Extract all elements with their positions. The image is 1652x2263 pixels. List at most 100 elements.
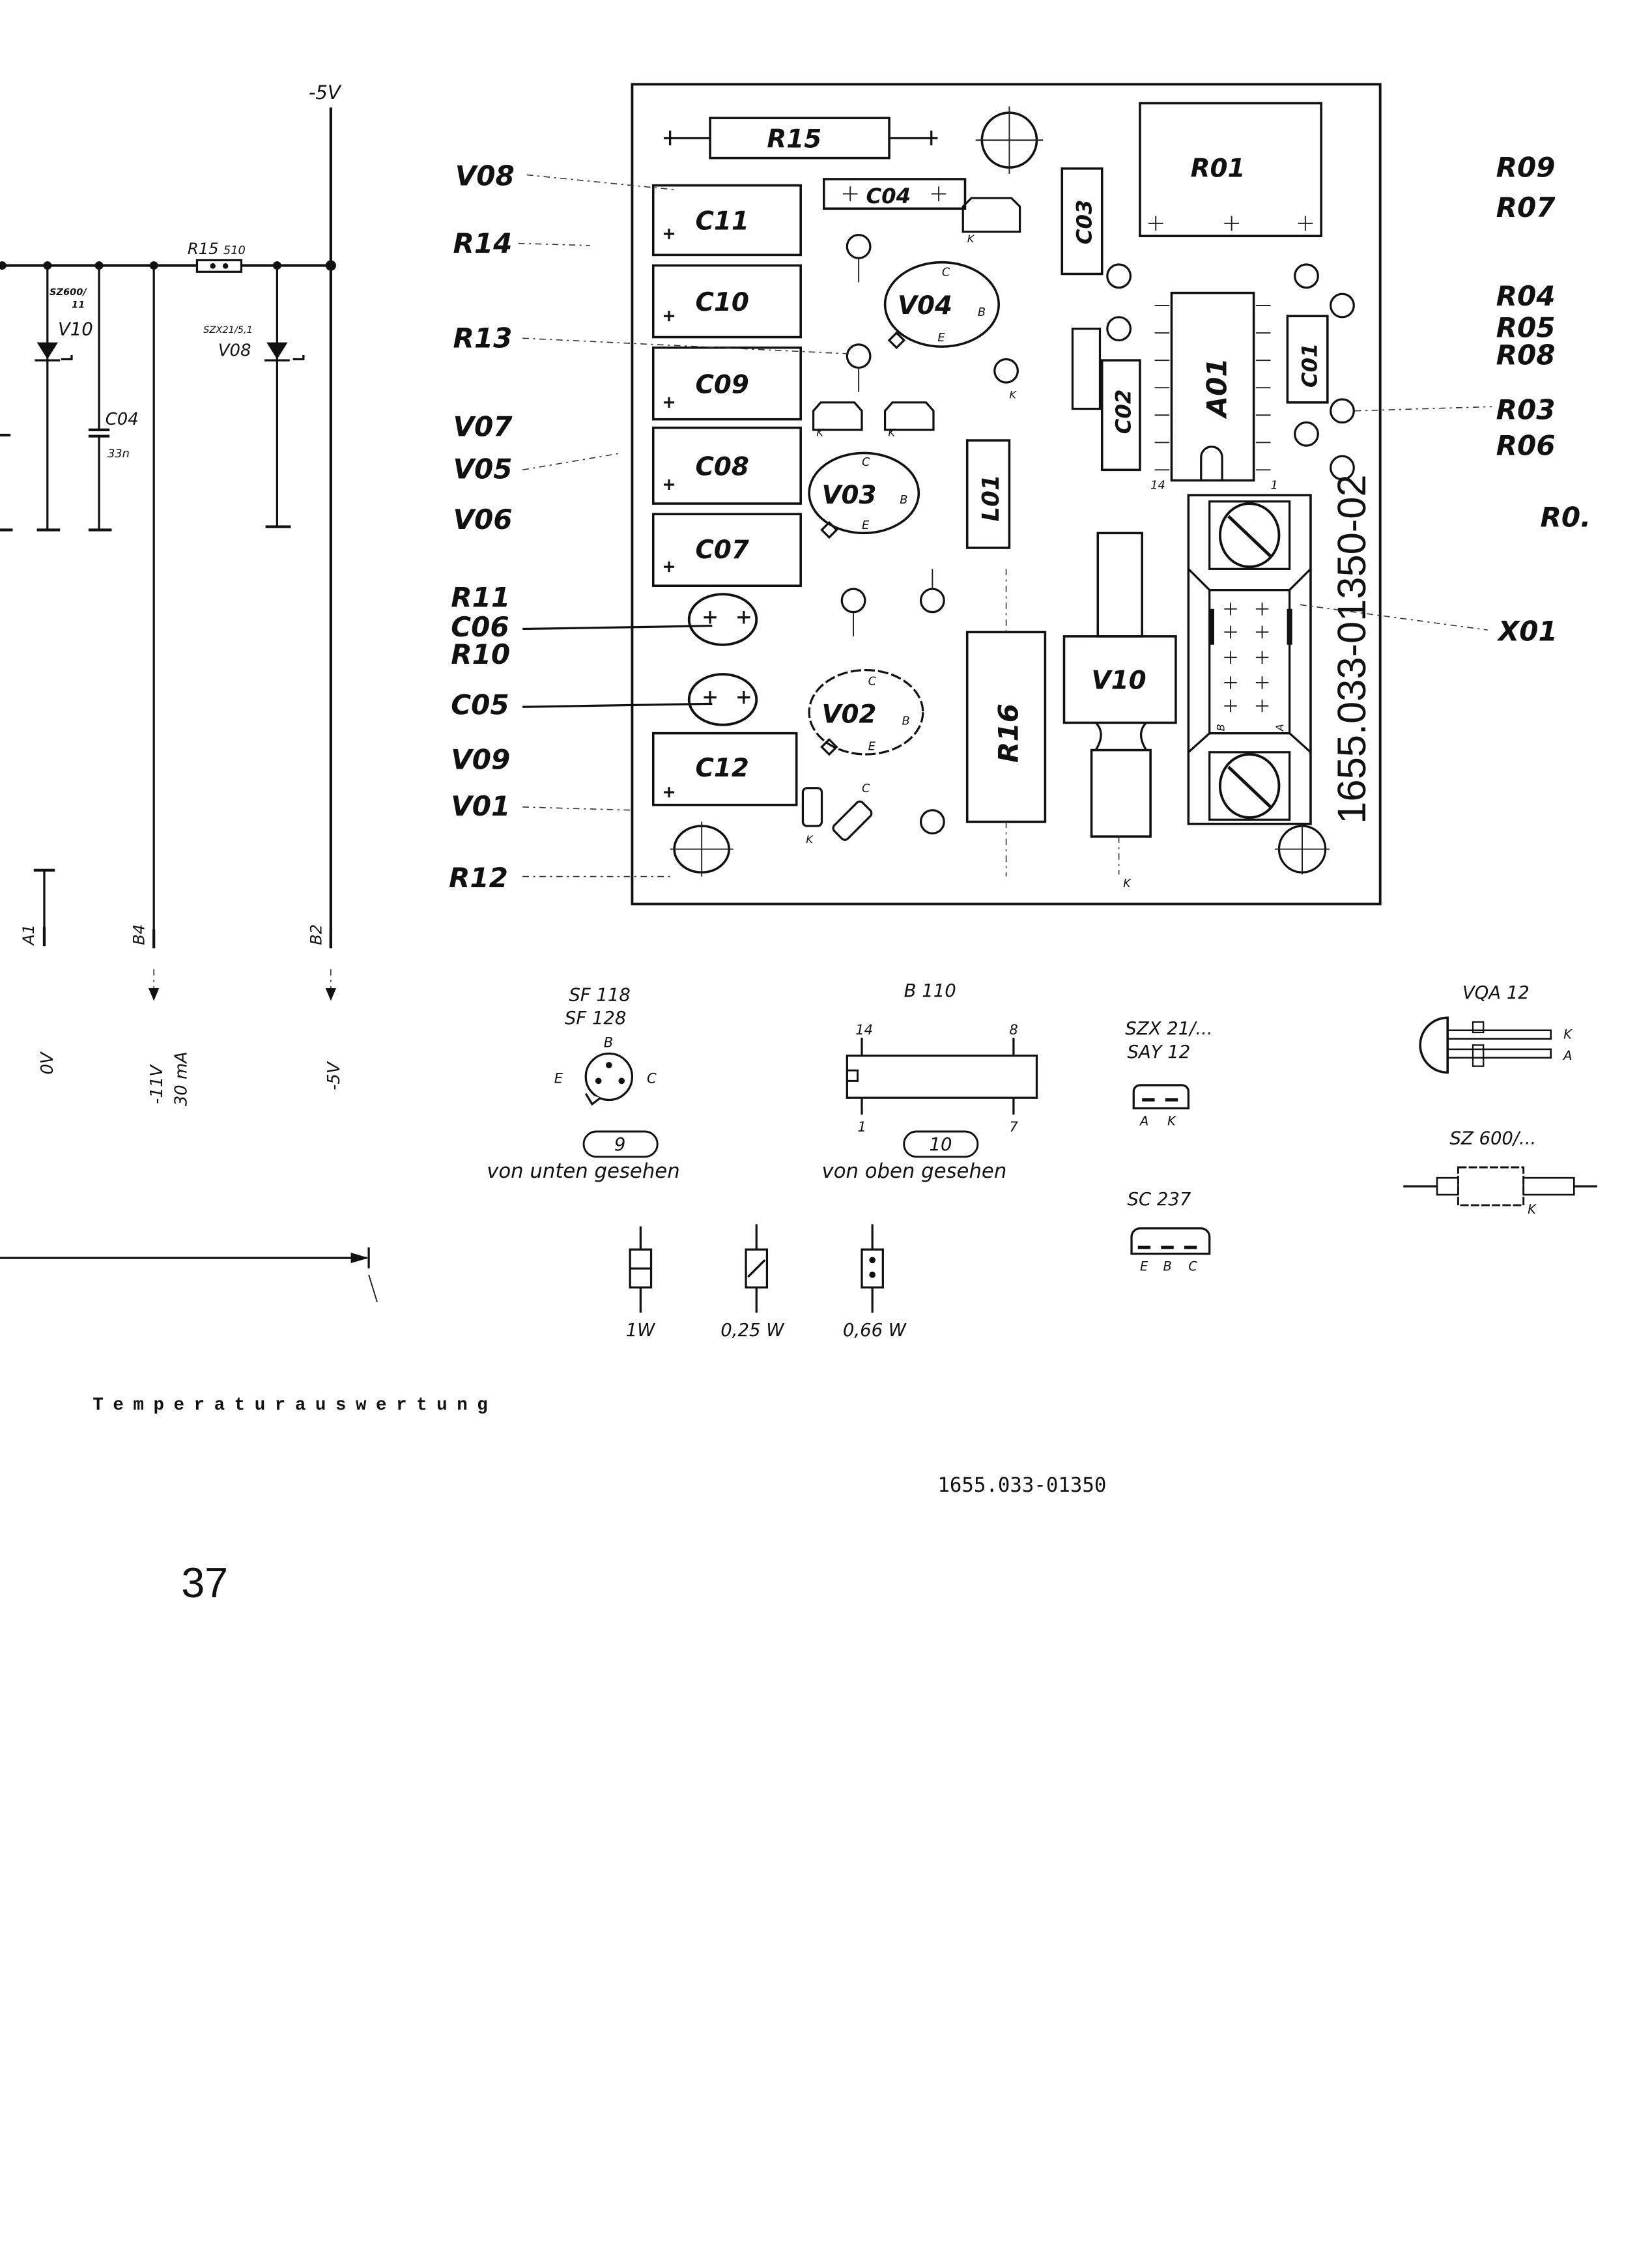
junction-dot: [325, 260, 336, 271]
pcb-c04: [822, 178, 967, 210]
current-arrow-b4: [149, 969, 160, 1001]
resistor-025w-icon: [745, 1224, 769, 1313]
pcb-c05: [687, 673, 758, 726]
ic-pin1-mark: 1: [1271, 478, 1278, 492]
transistor-package-icon: [584, 1052, 634, 1106]
callout-r10: R10: [451, 638, 510, 670]
legend-zener-type: SZ 600/...: [1449, 1128, 1536, 1148]
legend-transistor-type-1: SF 118: [569, 984, 630, 1005]
zener-mark-icon: [61, 355, 73, 361]
pcb-resistor-small: [1071, 327, 1102, 410]
callout-r14: R14: [453, 227, 512, 259]
pcb-c07: [651, 513, 802, 588]
callout-v05: V05: [453, 453, 512, 485]
pin-label-b4: B4: [130, 924, 149, 945]
pin-c-mark: C: [942, 266, 950, 279]
callout-v09: V09: [451, 744, 510, 776]
legend-resistor-025w: 0,25 W: [720, 1320, 785, 1341]
resistor-r15-symbol: [195, 259, 243, 273]
voltage-a1: 0V: [38, 1051, 57, 1074]
legend-diode-type-1: SZX 21/...: [1125, 1018, 1212, 1039]
callout-r0: R0.: [1541, 502, 1591, 534]
pcb-r15: [663, 117, 938, 160]
pcb-v04: [883, 261, 1001, 350]
page-footer: Temperaturauswertung 1655.033-01350 37: [93, 1395, 1106, 1606]
pin-k-mark: K: [967, 233, 975, 245]
callout-r11: R11: [451, 582, 510, 614]
pin-label-b2: B2: [306, 924, 325, 945]
callout-r03: R03: [1496, 394, 1556, 426]
ic-pin14-mark: 14: [1150, 478, 1165, 492]
pcb-label-r15: R15: [767, 124, 821, 154]
pcb-label-c11: C11: [695, 207, 748, 236]
pcb-cap-column: [651, 184, 802, 806]
x01-pin-a-mark: A: [1274, 724, 1286, 732]
pcb-r01: [1139, 102, 1322, 238]
legend-zener-pin-k: K: [1528, 1202, 1537, 1217]
pin-k-mark: K: [1123, 877, 1132, 890]
c04-value: 33n: [107, 447, 130, 461]
legend-pin-e: E: [554, 1070, 563, 1087]
pin-e-mark: E: [862, 519, 870, 532]
r15-value: 510: [223, 244, 246, 257]
arrow-head-icon: [350, 1252, 369, 1264]
callout-r08: R08: [1496, 339, 1556, 371]
legend-led-pin-k: K: [1563, 1027, 1573, 1042]
pin-label-a1: A1: [19, 924, 38, 946]
callout-r05: R05: [1496, 312, 1556, 344]
pcb-c12: [651, 732, 798, 806]
ic-package-icon: [846, 1038, 1038, 1115]
leader-line: [518, 242, 590, 246]
v10-diode-symbol: [36, 342, 58, 360]
pcb-layout: R15 R01 C04 C03 K: [631, 83, 1382, 905]
drawing-title: Temperaturauswertung: [93, 1395, 497, 1416]
right-callouts: R09 R07 R04 R05 R08 R03 R06 R0. X01: [1300, 152, 1591, 647]
pcb-c11: [651, 184, 802, 257]
resistor-1w-icon: [629, 1226, 653, 1313]
v08-diode-symbol: [266, 342, 288, 360]
legend-resistor-1w: 1W: [626, 1320, 656, 1341]
legend-ic-pin1: 1: [858, 1118, 866, 1135]
pcb-label-r16: R16: [992, 704, 1024, 763]
pin-k-mark: K: [1009, 388, 1017, 401]
pcb-label-c08: C08: [695, 452, 748, 481]
legend-sc237-pin-c: C: [1188, 1259, 1197, 1274]
legend-diode-pin-a: A: [1139, 1113, 1148, 1128]
legend-pin-c: C: [647, 1070, 657, 1087]
pcb-v01: [801, 787, 873, 841]
pad-marks: [842, 186, 947, 201]
callout-c05: C05: [451, 689, 509, 721]
pin-c-mark: C: [862, 455, 870, 469]
v08-type: SZX21/5,1: [203, 324, 253, 335]
leader-line: [1300, 604, 1488, 631]
legend-ic-pin14: 14: [855, 1021, 873, 1038]
pcb-diode-package: [961, 197, 1021, 233]
x01-pin-b-mark: B: [1214, 724, 1227, 731]
figure-badge-10: [903, 1130, 979, 1158]
component-legend: SF 118 SF 128 B E C 9 von unten gesehen …: [487, 980, 1597, 1341]
leader-line: [1354, 406, 1492, 412]
pcb-a01: [1154, 291, 1271, 482]
legend-diode-type-2: SAY 12: [1128, 1042, 1191, 1062]
pcb-x01-connector: [1187, 494, 1312, 825]
pcb-label-l01: L01: [978, 474, 1004, 521]
mounting-hole-icon: [670, 821, 733, 877]
leader-line: [522, 452, 622, 471]
zener-mark-icon: [292, 355, 305, 361]
pcb-label-v02: V02: [822, 700, 877, 729]
pcb-label-c10: C10: [695, 288, 748, 317]
c04-ref: C04: [106, 410, 139, 429]
pin-k-mark: K: [806, 833, 814, 846]
pin-e-mark: E: [937, 331, 945, 345]
drawing-number: 1655.033-01350: [937, 1473, 1106, 1497]
pcb-c01: [1286, 315, 1329, 404]
legend-led-type: VQA 12: [1462, 982, 1530, 1003]
leader-line: [368, 1274, 378, 1303]
v08-ref: V08: [218, 341, 251, 361]
circuit-schematic: -5V R15 510 SZ600/ 11 V10 C04 33n: [0, 81, 378, 1303]
voltage-b4: -11V: [147, 1064, 167, 1104]
left-callouts: V08 R14 R13 V07 V05 V06 R11 C06 R10 C05 …: [449, 160, 854, 894]
figure-badge-9: [582, 1130, 659, 1158]
junction-dot: [0, 261, 7, 270]
